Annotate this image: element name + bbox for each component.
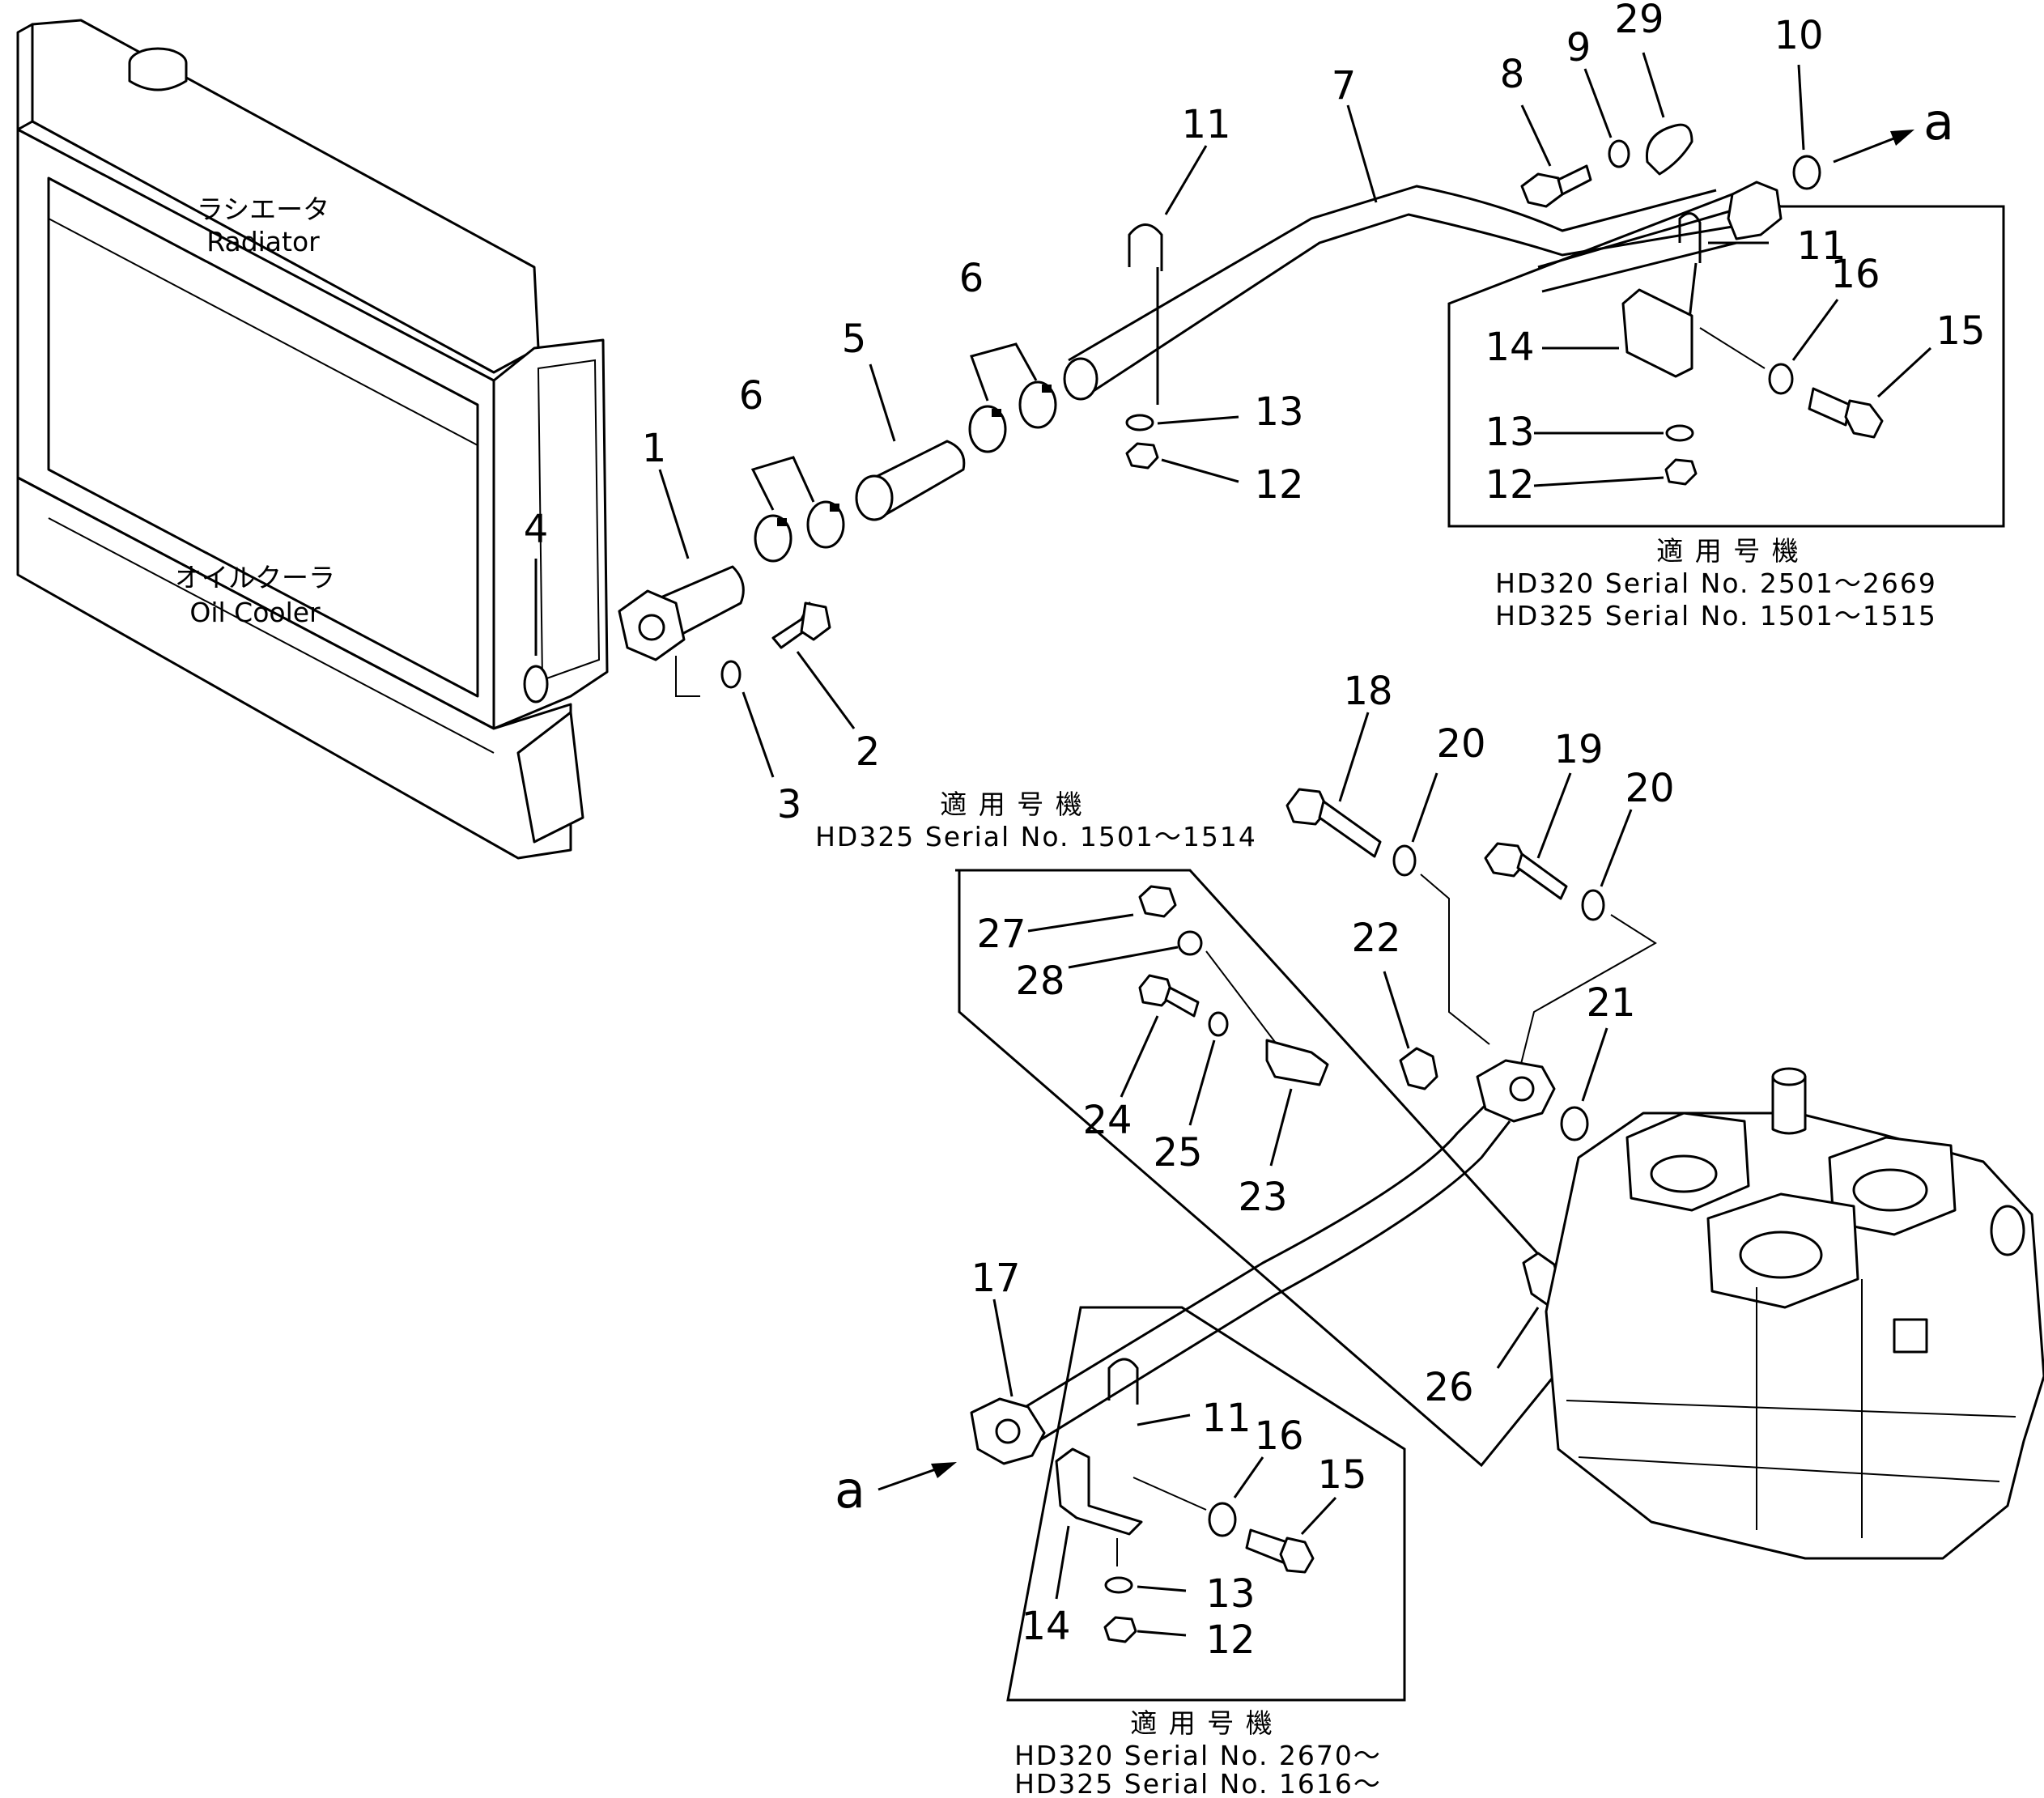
part-number-12-upper: 12 [1254,462,1303,508]
note-middle-heading: 適 用 号 機 [940,788,1083,820]
part-number-8: 8 [1500,52,1525,97]
part-number-20-b: 20 [1625,766,1674,811]
part-24-bolt [1138,974,1200,1018]
part-number-19: 19 [1553,727,1603,772]
part-number-6-left: 6 [739,373,764,419]
part-number-12-bottom: 12 [1205,1617,1255,1663]
part-6-hose-clamp-left [754,500,845,563]
part-number-18: 18 [1343,669,1392,714]
part-number-29: 29 [1614,0,1664,42]
radiator-assembly [16,19,609,860]
part-number-10: 10 [1774,13,1823,58]
part-28-washer [1177,930,1203,956]
part-number-24: 24 [1082,1098,1132,1143]
detail-box-bottom [1006,1306,1406,1702]
note-middle-line1: HD325 Serial No. 1501～1514 [815,821,1257,852]
part-20-washer-a [1392,844,1417,877]
oil-cooler-label-en: Oil Cooler [189,597,321,628]
part-15-bolt-bottom [1245,1528,1315,1574]
note-top-right-heading: 適 用 号 機 [1656,535,1800,567]
part-18-bolt [1285,788,1382,858]
part-number-28: 28 [1015,959,1064,1004]
arrow-a-top-label: a [1923,92,1954,151]
part-number-16-bottom: 16 [1254,1413,1303,1459]
part-9-washer [1608,139,1630,168]
part-11-u-bolt-upper [1128,223,1163,405]
part-number-2: 2 [856,729,881,775]
part-12-nut-box [1664,458,1698,486]
part-number-17: 17 [971,1256,1020,1301]
part-19-bolt [1484,842,1568,900]
part-8-bolt [1520,164,1592,208]
part-13-washer-upper [1125,414,1154,431]
part-number-13-bottom: 13 [1205,1571,1255,1617]
note-bottom-line1: HD320 Serial No. 2670～ [1014,1740,1382,1771]
note-top-right-line1: HD320 Serial No. 2501～2669 [1495,567,1937,599]
part-number-15-box: 15 [1936,308,1985,354]
part-number-11-upper: 11 [1181,102,1230,147]
transmission-housing [1545,1067,2044,1560]
part-25-washer [1208,1011,1229,1037]
part-10-o-ring [1792,155,1821,190]
part-17-lower-pipe [970,1059,1556,1465]
part-27-nut [1138,885,1177,918]
part-12-nut-bottom [1103,1616,1137,1643]
part-3-lock-washer [720,660,742,689]
part-6-hose-clamp-right [968,380,1057,453]
part-20-washer-b [1581,889,1605,921]
part-number-12-box: 12 [1485,462,1534,508]
part-number-3: 3 [777,782,802,827]
part-23-clip [1265,1039,1329,1086]
part-4-o-ring [523,665,549,703]
part-22-plug [1399,1047,1438,1090]
part-number-11-bottom: 11 [1201,1396,1251,1441]
part-number-5: 5 [842,317,867,362]
part-15-bolt-box [1808,387,1884,439]
part-number-9: 9 [1566,25,1591,70]
part-number-23: 23 [1238,1175,1287,1220]
part-number-7: 7 [1332,63,1357,108]
part-number-26: 26 [1424,1365,1473,1410]
part-16-washer-bottom [1208,1502,1237,1537]
part-number-1: 1 [642,426,667,471]
part-number-16-box: 16 [1830,252,1880,297]
part-14-bracket-bottom [1055,1447,1143,1536]
radiator-label-en: Radiator [206,226,320,257]
part-number-11-box: 11 [1796,223,1846,269]
radiator-label-jp: ラシエータ [197,193,329,225]
arrow-a-bottom-label: a [835,1460,865,1520]
part-number-15-bottom: 15 [1317,1452,1366,1498]
part-number-13-upper: 13 [1254,389,1303,435]
note-bottom-heading: 適 用 号 機 [1130,1707,1273,1739]
note-top-right-line2: HD325 Serial No. 1501～1515 [1495,600,1937,631]
part-13-washer-bottom [1104,1576,1133,1594]
part-12-nut-upper [1125,442,1159,470]
part-7-upper-pipe [1063,185,1733,401]
part-number-21: 21 [1586,980,1635,1026]
part-14-bracket-box [1621,288,1693,378]
part-number-25: 25 [1153,1130,1202,1175]
part-number-20-a: 20 [1436,721,1485,767]
note-bottom-line2: HD325 Serial No. 1616～ [1014,1768,1382,1798]
part-number-6-right: 6 [959,256,984,301]
detail-box-top-right [1447,193,2005,528]
part-21-o-ring [1560,1106,1589,1141]
part-number-14-box: 14 [1485,325,1534,370]
part-number-4: 4 [524,507,549,552]
part-16-washer-box [1768,363,1794,395]
part-number-22: 22 [1351,916,1400,961]
oil-cooler-label-jp: オイルクーラ [175,562,335,593]
part-number-13-box: 13 [1485,410,1534,455]
part-number-14-bottom: 14 [1021,1604,1070,1649]
part-5-hose [855,440,966,521]
part-29-split-flange [1645,123,1693,176]
part-number-27: 27 [976,912,1026,957]
part-2-bolt [771,601,831,649]
part-13-washer-box [1665,424,1694,442]
part-1-flange-tube [618,565,745,661]
